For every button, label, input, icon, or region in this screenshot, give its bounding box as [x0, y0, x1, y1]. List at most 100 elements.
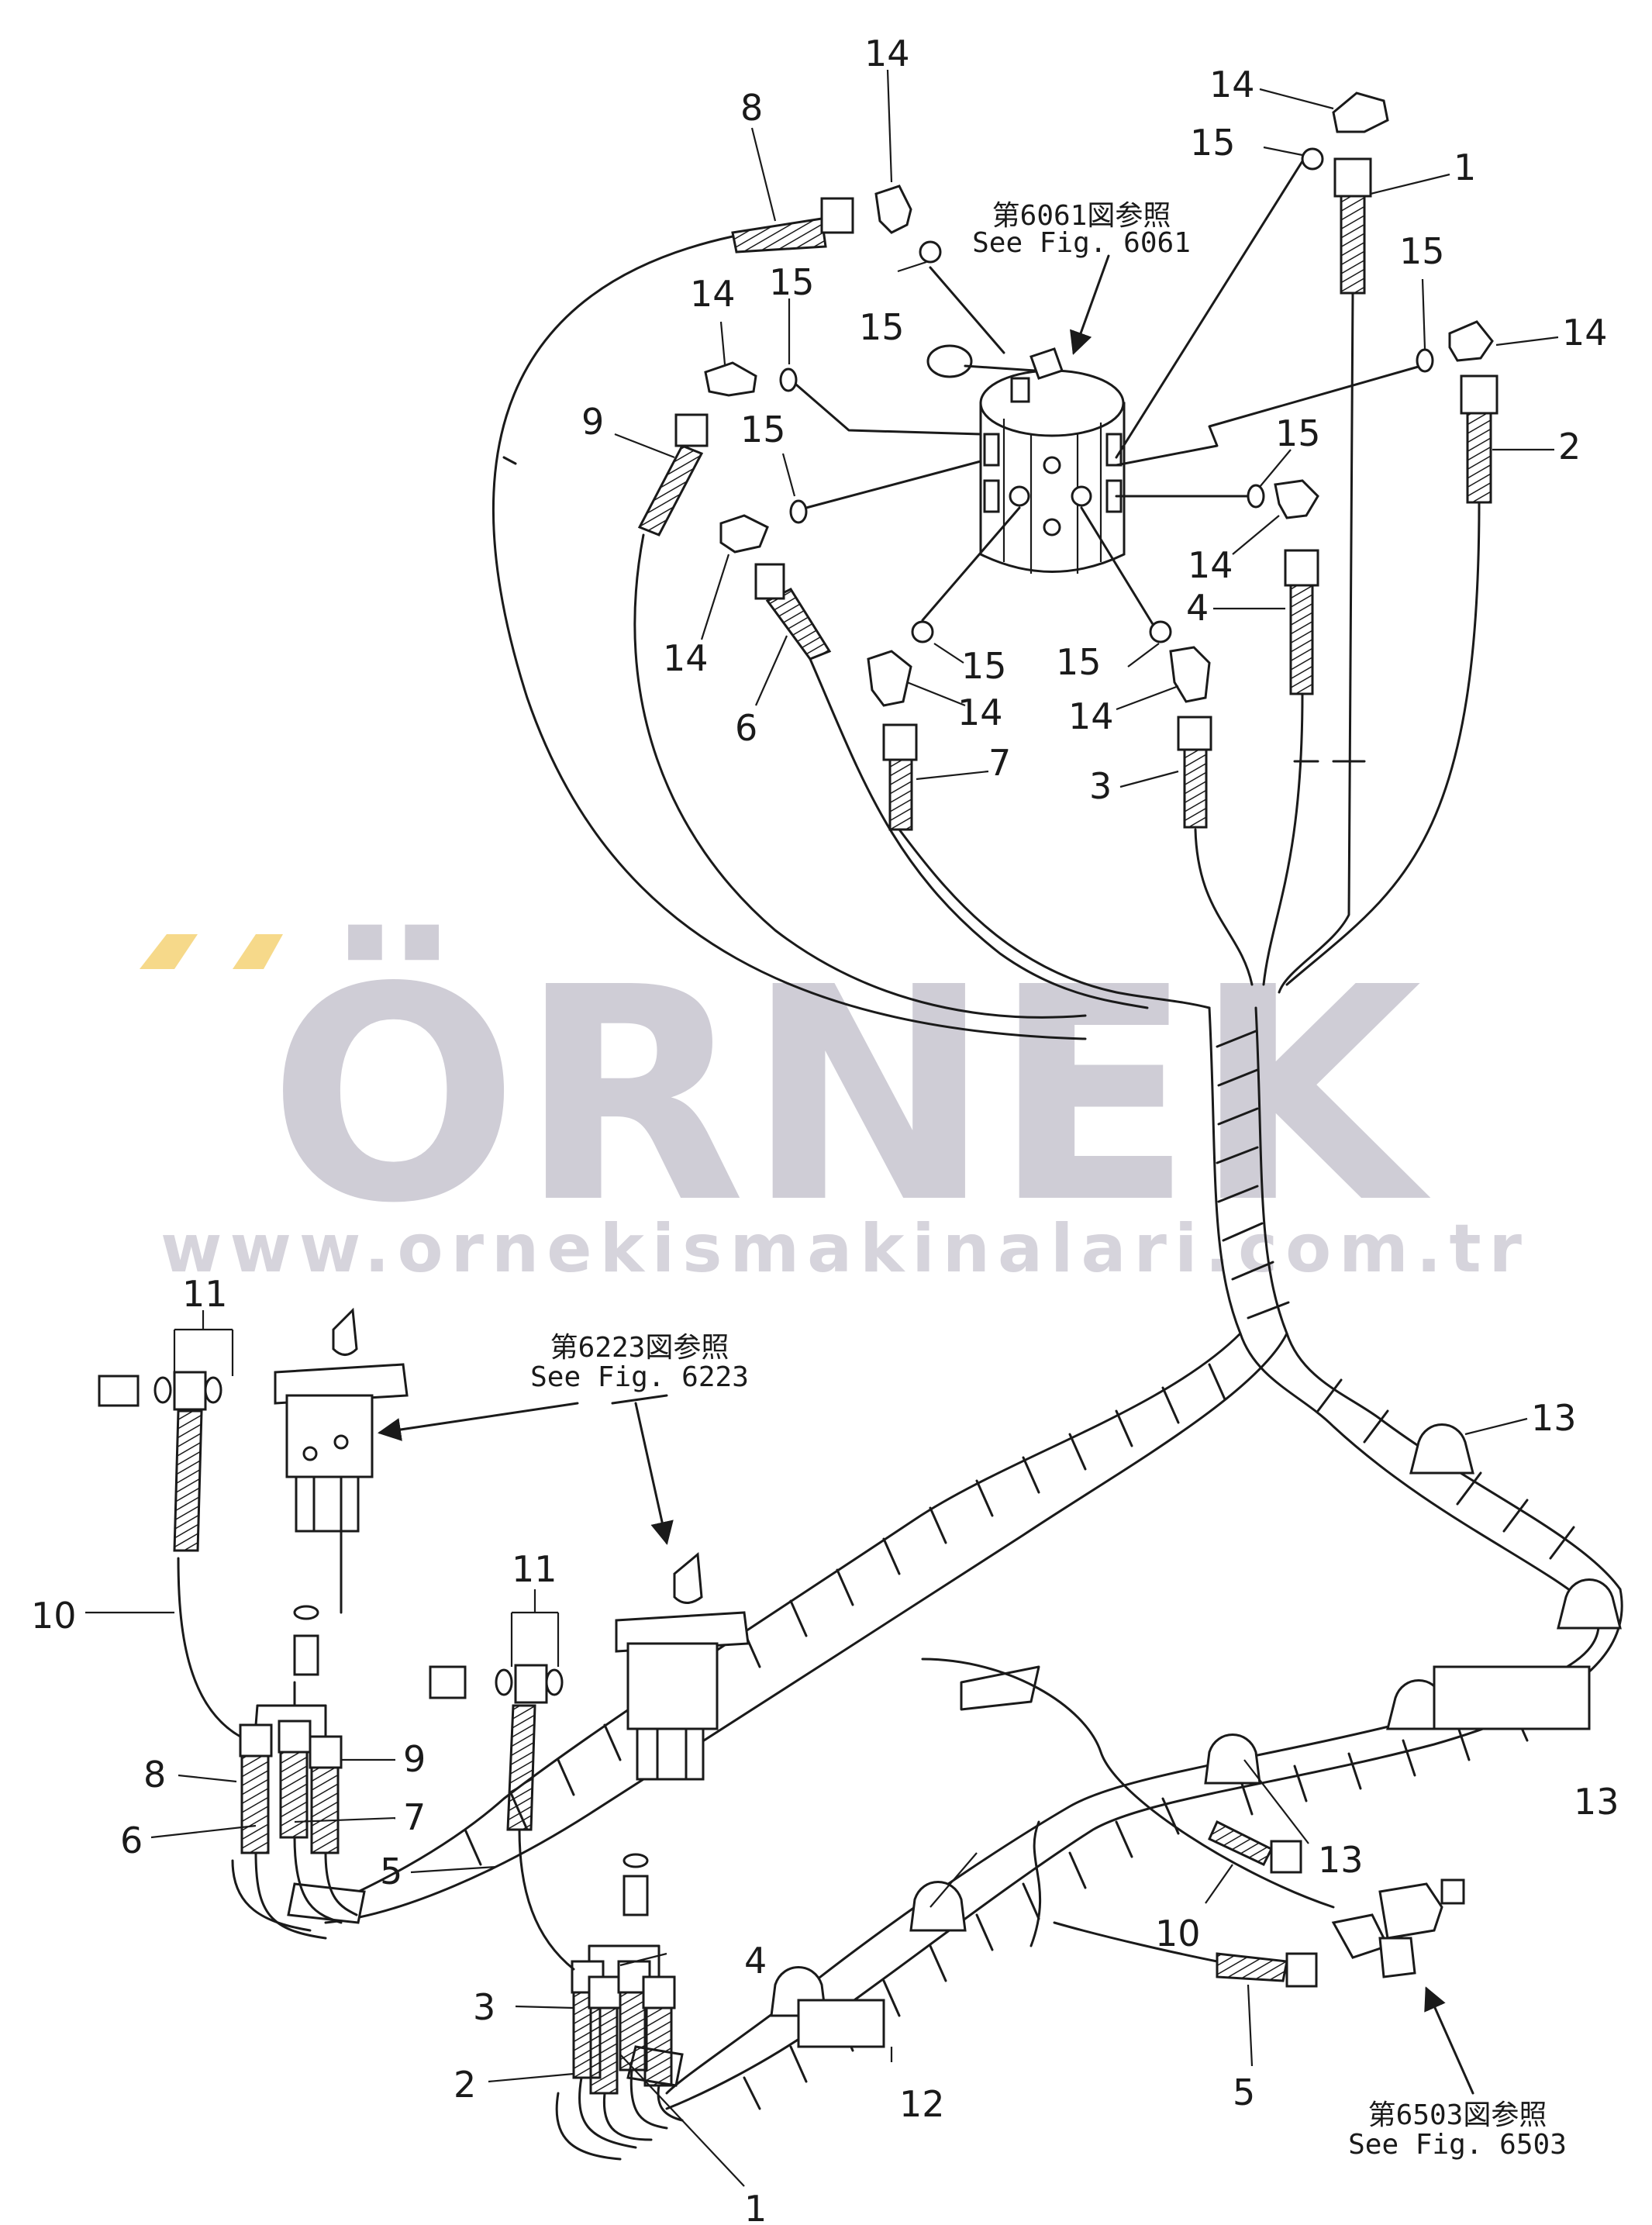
fitting-group-top — [637, 91, 1499, 831]
callout-11-right: 11 — [512, 1548, 557, 1590]
callout-2-bottom: 2 — [454, 2064, 476, 2106]
elbow-fitting-14a — [874, 185, 912, 234]
o-ring-15h — [1416, 348, 1434, 373]
valve-assembly-6503 — [1331, 1878, 1465, 1978]
callout-14-far-right: 14 — [1562, 312, 1608, 354]
callout-leaders — [614, 69, 1559, 788]
callout-14-mid-left: 14 — [663, 637, 709, 679]
fig-ref-6061-jp: 第6061図参照 — [992, 200, 1171, 232]
elbow-fitting-14e — [1169, 646, 1211, 703]
callout-15-right: 15 — [1275, 412, 1321, 454]
callout-2-top: 2 — [1558, 426, 1581, 467]
elbow-fitting-14c — [719, 514, 769, 554]
fig-ref-6503-jp: 第6503図参照 — [1368, 2099, 1547, 2131]
callout-3-bottom: 3 — [473, 1986, 495, 2028]
callout-10-left: 10 — [31, 1595, 77, 1637]
callout-13-middle: 13 — [1318, 1839, 1364, 1881]
fig-ref-6223-en: See Fig. 6223 — [530, 1361, 749, 1393]
o-ring-15g — [1301, 147, 1324, 171]
callout-10-right: 10 — [1155, 1913, 1201, 1954]
fig-ref-6061: 第6061図参照 See Fig. 6061 — [972, 200, 1191, 259]
callout-15-far-right: 15 — [1399, 230, 1445, 272]
callout-7-top: 7 — [988, 742, 1011, 784]
callout-3-top: 3 — [1089, 765, 1112, 807]
elbow-fitting-14f — [1274, 479, 1319, 519]
callout-numbers: 8 14 15 14 15 9 15 14 6 15 14 7 15 14 3 … — [31, 33, 1619, 2225]
hose-10-nut-right — [1270, 1840, 1302, 1874]
callout-4-bottom: 4 — [744, 1940, 767, 1982]
elbow-fitting-14g — [1332, 91, 1389, 133]
pilot-valve-left — [98, 1307, 409, 1676]
hose-8-end — [731, 217, 827, 254]
fig-ref-6503: 第6503図参照 See Fig. 6503 — [1348, 2099, 1567, 2161]
hose-8-nut — [820, 197, 854, 234]
callout-13-top: 13 — [1531, 1397, 1577, 1439]
elbow-fitting-14h — [1448, 320, 1494, 362]
hose-1-end — [1340, 195, 1366, 295]
callout-4-top: 4 — [1186, 587, 1209, 629]
elbow-fitting-14d — [867, 650, 912, 707]
callout-8-top: 8 — [740, 87, 763, 129]
hose-2-end — [1466, 412, 1492, 504]
o-ring-15c — [789, 499, 808, 524]
callout-5-right: 5 — [1233, 2071, 1255, 2113]
callout-6-top: 6 — [735, 707, 757, 749]
callout-14-bottom-left: 14 — [957, 692, 1003, 733]
callout-9-top: 9 — [581, 401, 604, 443]
callout-15-bottom-left: 15 — [961, 645, 1007, 687]
hose-9-end — [637, 444, 704, 536]
callout-11-left: 11 — [182, 1273, 228, 1315]
o-ring-15e — [1149, 620, 1172, 643]
o-ring-15a — [919, 240, 942, 264]
watermark-brand: ÖRNEK — [268, 922, 1433, 1268]
fig-ref-6061-en: See Fig. 6061 — [972, 227, 1191, 259]
callout-15-left: 15 — [769, 261, 815, 303]
hose-7-nut — [882, 723, 918, 761]
hose-3-nut — [1177, 716, 1212, 751]
fig-ref-6223-jp: 第6223図参照 — [550, 1332, 729, 1364]
pilot-valve-right — [429, 1552, 750, 1916]
hose-1-nut — [1333, 157, 1372, 198]
hose-4-end — [1289, 584, 1314, 695]
callout-8-bottom: 8 — [143, 1754, 166, 1796]
hose-ends-left — [177, 1557, 358, 1940]
callout-1-bottom: 1 — [744, 2188, 767, 2225]
hose-ends-right — [518, 1828, 684, 2161]
callout-9-bottom: 9 — [403, 1738, 426, 1780]
hose-routes — [491, 235, 1481, 1040]
callout-15-top-center: 15 — [859, 306, 905, 348]
hose-4-nut — [1284, 549, 1319, 587]
o-ring-15b — [779, 367, 798, 392]
o-ring-15f — [1247, 484, 1265, 509]
hose-3-end — [1183, 748, 1208, 829]
callout-12: 12 — [899, 2083, 945, 2125]
callout-7-bottom: 7 — [403, 1796, 426, 1838]
callout-14-top-center: 14 — [864, 33, 910, 74]
watermark-accent-right — [233, 934, 283, 969]
callout-15-mid-left: 15 — [740, 409, 786, 450]
callout-14-top-right: 14 — [1209, 64, 1255, 105]
watermark-accent-left — [140, 934, 198, 969]
watermark: ÖRNEK www.ornekismakinalari.com.tr — [140, 922, 1530, 1288]
callout-15-bottom-right: 15 — [1056, 641, 1102, 683]
hose-9-nut — [674, 413, 709, 447]
hose-6-nut — [754, 563, 785, 600]
callout-13-right: 13 — [1574, 1781, 1619, 1823]
callout-6-bottom: 6 — [120, 1820, 143, 1861]
callout-5-left: 5 — [380, 1851, 402, 1892]
hose-10-end-right — [1208, 1820, 1274, 1866]
hose-2-nut — [1460, 374, 1499, 415]
callout-14-bottom-right: 14 — [1068, 695, 1114, 737]
callout-1-top: 1 — [1454, 147, 1476, 188]
callout-leaders-bottom — [85, 1310, 1528, 2187]
callout-15-top-right: 15 — [1190, 122, 1236, 164]
fig-ref-6223: 第6223図参照 See Fig. 6223 — [530, 1332, 749, 1393]
callout-14-left: 14 — [690, 273, 736, 315]
fig-ref-6503-en: See Fig. 6503 — [1348, 2129, 1567, 2161]
o-ring-15d — [911, 620, 934, 643]
swivel-joint — [926, 344, 1126, 574]
watermark-url: www.ornekismakinalari.com.tr — [160, 1210, 1530, 1288]
elbow-fitting-14b — [704, 361, 757, 397]
reference-arrows — [378, 254, 1474, 2095]
